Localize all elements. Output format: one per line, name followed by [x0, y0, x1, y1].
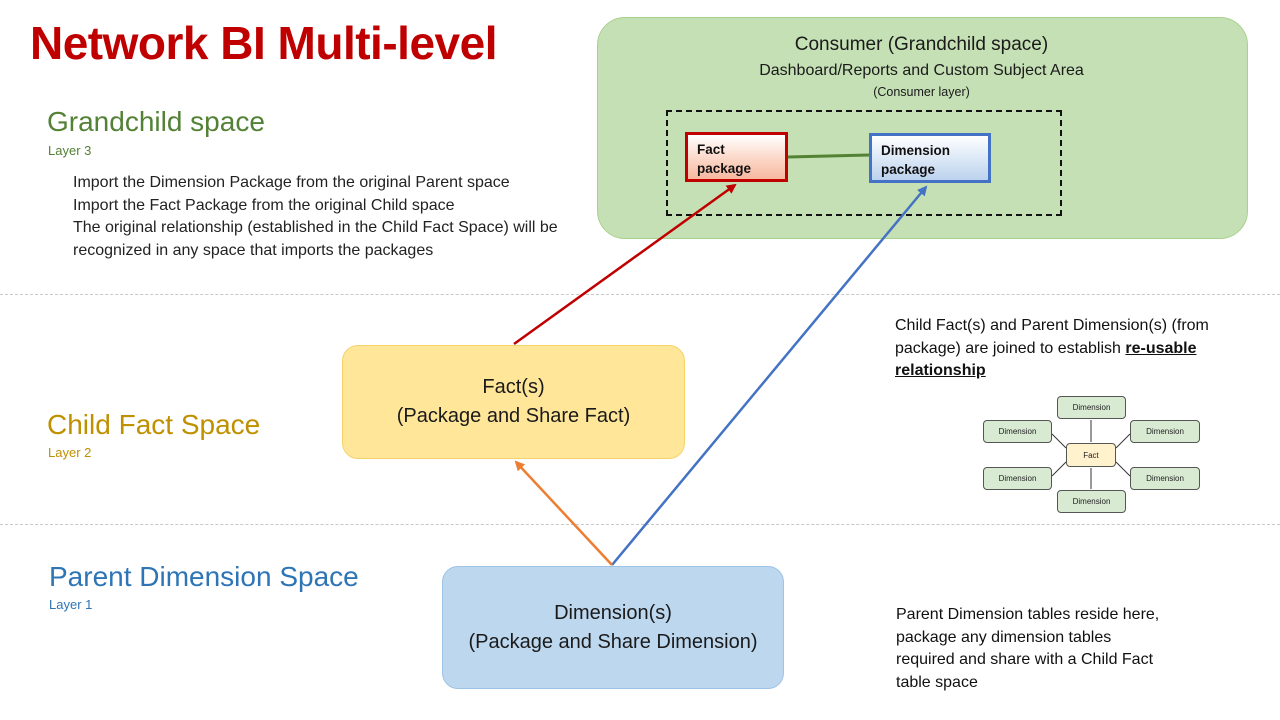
grandchild-space-label: Grandchild space	[47, 106, 265, 137]
star-connector	[1051, 433, 1067, 449]
child-note-emphasis: relationship	[895, 362, 986, 379]
parent-note-line: required and share with a Child Fact	[896, 651, 1154, 668]
fact-package-box: Fact package	[685, 132, 788, 182]
grandchild-desc-line: The original relationship (established i…	[73, 219, 558, 236]
fact-package-label: package	[697, 161, 752, 176]
parent-note-line: table space	[896, 673, 978, 691]
consumer-layer-note: (Consumer layer)	[873, 85, 970, 99]
dimension-box: Dimension(s) (Package and Share Dimensio…	[442, 566, 784, 689]
star-dimension-left-upper: Dimension	[983, 420, 1052, 443]
parent-layer-note: Parent Dimension tables reside here, pac…	[896, 604, 1159, 694]
grandchild-layer-number: Layer 3	[48, 143, 92, 158]
consumer-area	[597, 17, 1248, 239]
consumer-subtitle: Dashboard/Reports and Custom Subject Are…	[759, 62, 1084, 79]
consumer-title: Consumer (Grandchild space)	[794, 34, 1049, 55]
child-note-emphasis: re-usable	[1125, 339, 1197, 357]
child-note-line: relationship	[895, 360, 1209, 383]
star-dimension-right-lower: Dimension	[1130, 467, 1200, 490]
fact-box-title: Fact(s)	[482, 376, 545, 398]
parent-layer-number: Layer 1	[49, 597, 93, 612]
child-note-text: package) are joined to establish	[895, 339, 1126, 357]
child-note-line: package) are joined to establish re-usab…	[895, 338, 1209, 361]
layer-divider-top	[0, 294, 1280, 295]
fact-package-label: Fact	[697, 142, 725, 157]
star-connector	[1115, 433, 1131, 449]
child-layer-number: Layer 2	[48, 445, 92, 460]
dimension-package-label: Dimension	[881, 143, 951, 158]
grandchild-desc-line: recognized in any space that imports the…	[73, 241, 434, 259]
dimension-box-title: Dimension(s)	[554, 601, 672, 624]
child-note-line: Child Fact(s) and Parent Dimension(s) (f…	[895, 317, 1209, 334]
child-fact-space-label: Child Fact Space	[47, 409, 261, 440]
package-relationship-connector	[787, 153, 870, 159]
child-layer-note: Child Fact(s) and Parent Dimension(s) (f…	[895, 315, 1209, 383]
star-connector	[1051, 461, 1067, 477]
star-connector	[1115, 461, 1131, 477]
dimension-box-subtitle: (Package and Share Dimension)	[468, 630, 758, 653]
grandchild-desc-line: Import the Fact Package from the origina…	[73, 196, 455, 214]
star-dimension-top: Dimension	[1057, 396, 1126, 419]
star-schema-connectors	[1051, 420, 1131, 489]
star-dimension-bottom: Dimension	[1057, 490, 1126, 513]
grandchild-description: Import the Dimension Package from the or…	[73, 172, 558, 262]
page-title: Network BI Multi-level	[30, 17, 497, 69]
star-fact-center: Fact	[1066, 443, 1116, 467]
star-dimension-right-upper: Dimension	[1130, 420, 1200, 443]
star-dimension-left-lower: Dimension	[983, 467, 1052, 490]
parent-dimension-space-label: Parent Dimension Space	[49, 561, 359, 592]
parent-note-line: package any dimension tables	[896, 628, 1112, 646]
fact-box-subtitle: (Package and Share Fact)	[396, 405, 631, 427]
grandchild-desc-line: Import the Dimension Package from the or…	[73, 174, 510, 191]
fact-box: Fact(s) (Package and Share Fact)	[342, 345, 685, 459]
layer-divider-bottom	[0, 524, 1280, 525]
dimension-to-fact-arrow	[514, 460, 613, 566]
fact-to-package-arrow	[513, 183, 737, 346]
parent-note-line: Parent Dimension tables reside here,	[896, 606, 1160, 623]
consumer-package-container	[666, 110, 1062, 216]
dimension-to-package-arrow	[611, 185, 928, 566]
dimension-package-label: package	[881, 162, 936, 177]
dimension-package-box: Dimension package	[869, 133, 991, 183]
